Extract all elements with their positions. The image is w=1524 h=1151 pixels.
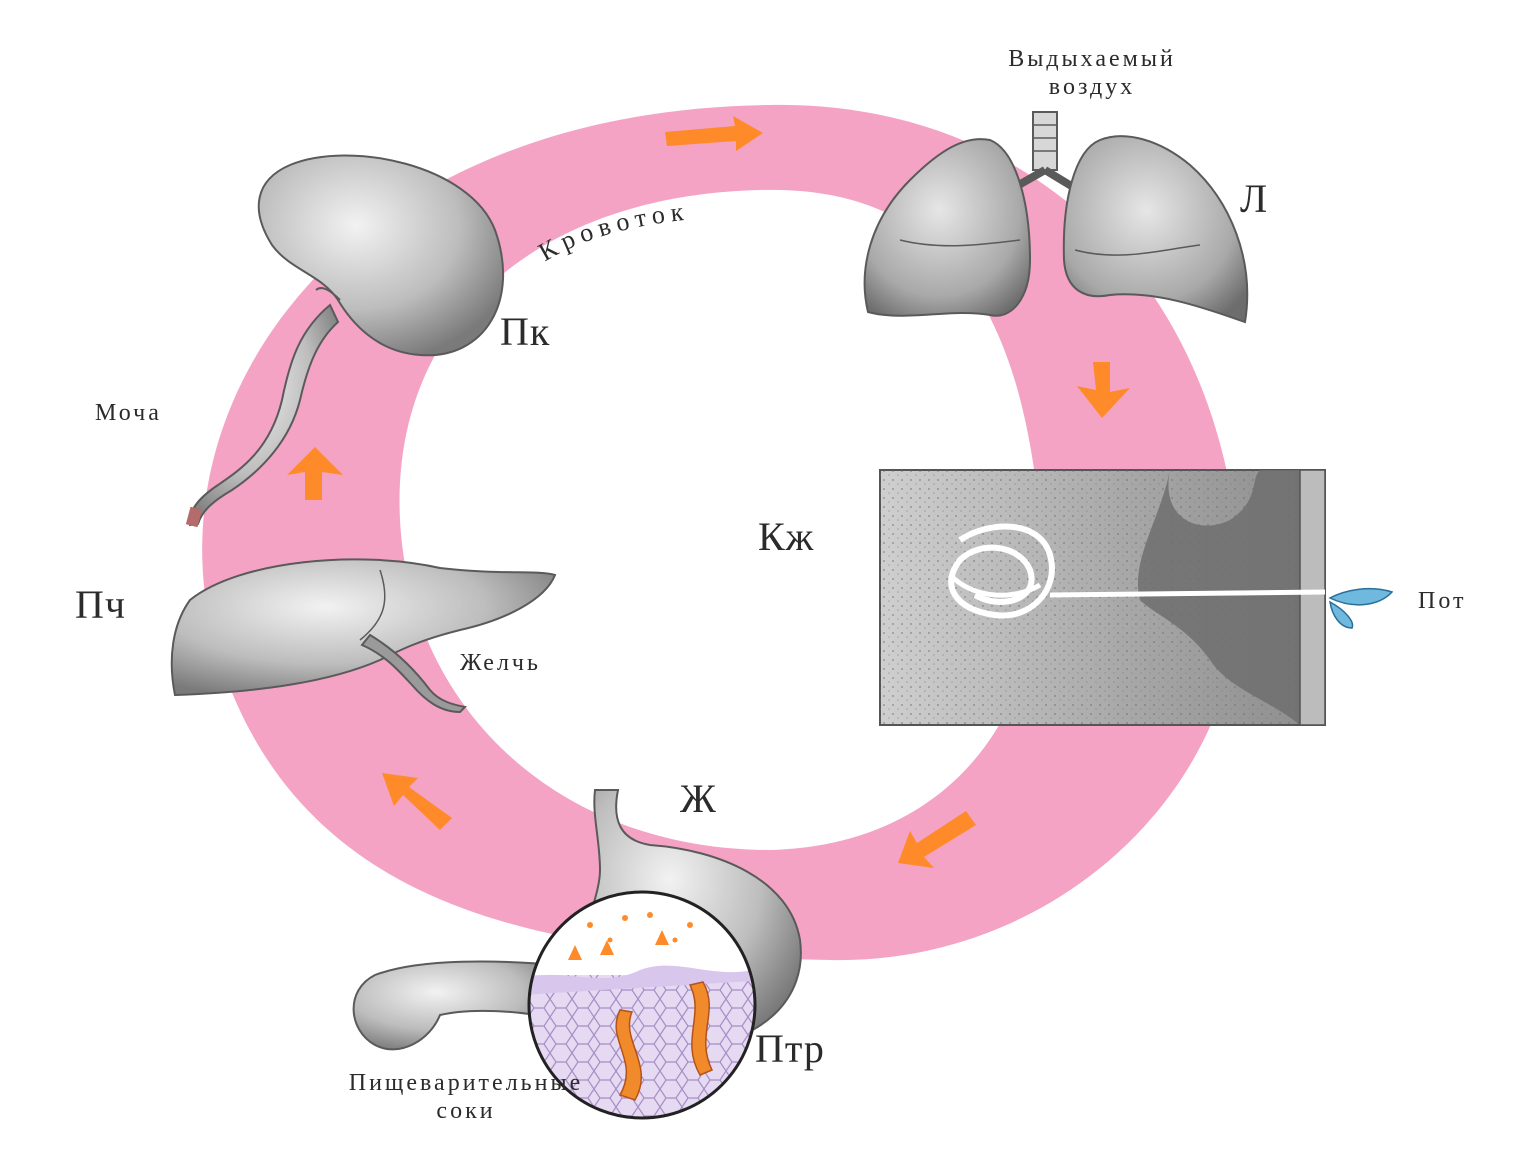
exhaled-air-label-line1: Выдыхаемый [1008, 46, 1176, 72]
skin-label: Кж [758, 514, 814, 559]
urine-label: Моча [95, 400, 162, 426]
digestive-juices-label-line2: соки [436, 1098, 495, 1124]
liver-label: Пч [75, 582, 126, 627]
sweat-drop-icon [1330, 589, 1392, 628]
kidney-label: Пк [500, 309, 550, 354]
skin-section-icon [880, 470, 1325, 725]
stomach-label: Ж [680, 776, 717, 821]
digestive-juices-label-line1: Пищеварительные [349, 1070, 584, 1096]
bile-label: Желчь [460, 650, 541, 676]
sweat-label: Пот [1418, 588, 1467, 614]
lungs-label: Л [1240, 176, 1268, 221]
exhaled-air-label-line2: воздух [1049, 74, 1135, 100]
intestine-label: Птр [755, 1026, 825, 1071]
